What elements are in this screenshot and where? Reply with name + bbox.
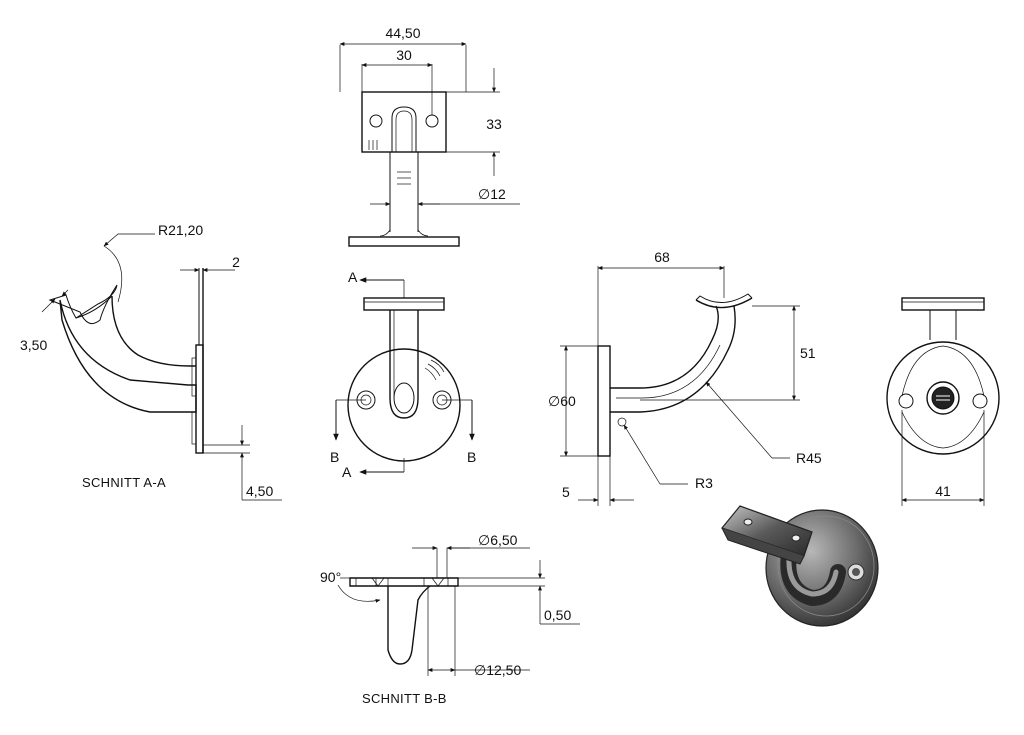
section-b-b: ∅6,50 90° 0,50 ∅12,50 SCHNITT B-B (320, 532, 580, 706)
section-a-a: R21,20 2 3,50 4,50 SCHNITT A-A (20, 222, 282, 501)
front-saddle (363, 297, 445, 311)
dim-r45: R45 (796, 450, 822, 466)
top-base-plate (348, 236, 460, 247)
dim-2: 2 (232, 254, 240, 270)
end-view: 41 (886, 297, 1000, 506)
front-view: A A B B (330, 269, 476, 480)
dim-30: 30 (396, 47, 412, 63)
section-b-label-right: B (467, 449, 476, 465)
dim-44-50: 44,50 (385, 25, 420, 41)
top-saddle-plate (361, 91, 447, 153)
end-saddle (901, 297, 985, 311)
section-a-label-bottom: A (342, 464, 352, 480)
dim-51: 51 (800, 345, 816, 361)
caption-schnitt-a-a: SCHNITT A-A (82, 475, 166, 490)
dim-angle-90: 90° (320, 569, 341, 585)
section-b-label-left: B (330, 449, 339, 465)
section-a-label-top: A (348, 269, 358, 285)
dim-3-50: 3,50 (20, 337, 47, 353)
dim-33: 33 (486, 116, 502, 132)
dim-5: 5 (562, 484, 570, 500)
dim-r3: R3 (695, 475, 713, 491)
dim-4-50: 4,50 (246, 483, 273, 499)
dim-dia-6-50: ∅6,50 (478, 532, 518, 548)
dim-dia-60: ∅60 (548, 393, 576, 409)
dim-0-50: 0,50 (544, 607, 571, 623)
dim-68: 68 (654, 249, 670, 265)
side-wall-plate (597, 345, 611, 457)
dim-dia-12: ∅12 (478, 186, 506, 202)
top-view: 44,50 30 33 ∅12 (339, 25, 520, 247)
dim-dia-12-50: ∅12,50 (474, 662, 521, 678)
dim-r21-20: R21,20 (158, 222, 203, 238)
dim-41: 41 (935, 483, 951, 499)
caption-schnitt-b-b: SCHNITT B-B (362, 691, 447, 706)
side-view: 68 51 ∅60 5 R3 R45 (548, 249, 822, 506)
isometric-render (720, 505, 879, 627)
end-wall-plate (886, 341, 1000, 455)
